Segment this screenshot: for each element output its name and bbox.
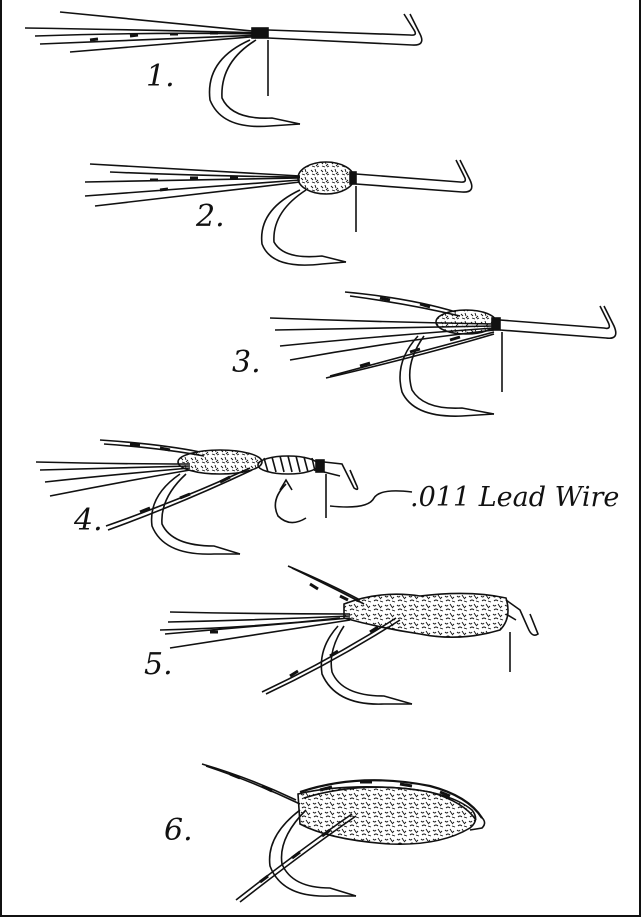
step-label-3: 3. — [232, 345, 261, 380]
fly-step-6 — [202, 764, 485, 902]
step-label-2: 2. — [195, 199, 225, 234]
step-label-4: 4. — [73, 503, 103, 538]
lead-wire-callout: .011 Lead Wire — [410, 482, 619, 513]
step-label-1: 1. — [146, 59, 175, 94]
fly-step-3 — [270, 292, 616, 416]
step-label-5: 5. — [144, 647, 173, 682]
fly-step-5 — [160, 566, 538, 704]
fly-step-2 — [85, 160, 472, 265]
step-label-6: 6. — [164, 813, 193, 848]
fly-step-1 — [25, 12, 422, 126]
